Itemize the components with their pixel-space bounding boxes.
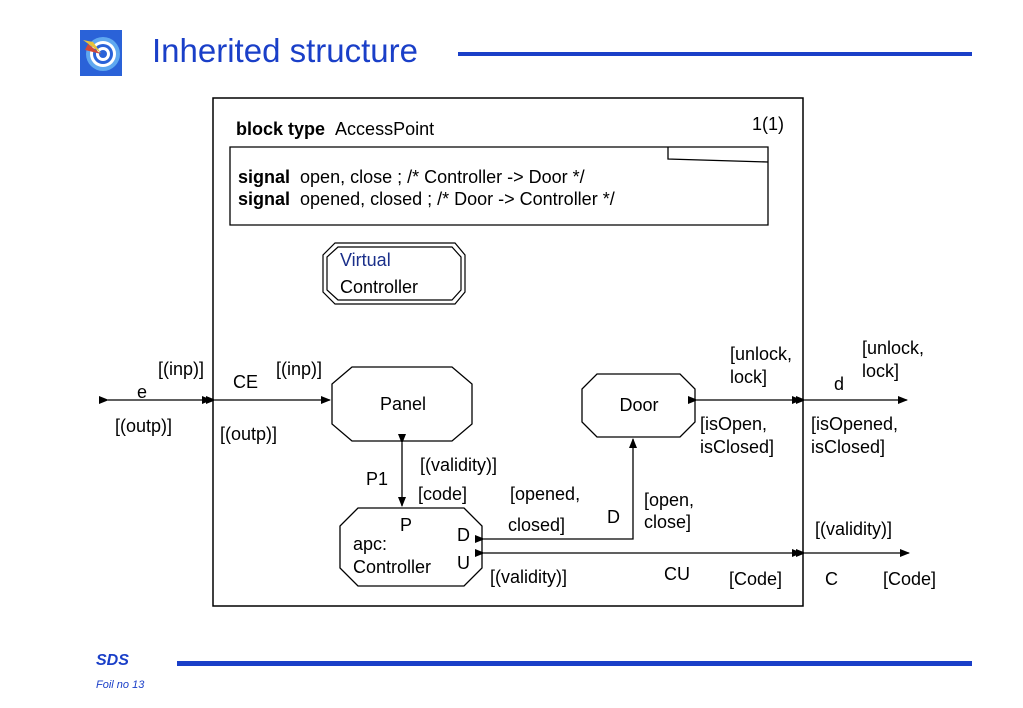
channel-d-to-ctrl-2: closed]: [508, 515, 565, 535]
signal-line-1: signal open, close ; /* Controller -> Do…: [238, 167, 585, 187]
door-out-1: [isOpen,: [700, 414, 767, 434]
virtual-controller-block[interactable]: Virtual Controller: [322, 242, 466, 305]
door-in-1: [unlock,: [730, 344, 792, 364]
channel-ce-out: [(outp)]: [220, 424, 277, 444]
door-in-2: lock]: [730, 367, 767, 387]
footer-rule: [177, 661, 972, 666]
door-block[interactable]: Door: [581, 373, 696, 438]
title-rule: [458, 52, 972, 56]
channel-d-to-door-2: close]: [644, 512, 691, 532]
panel-block[interactable]: Panel: [331, 366, 473, 442]
channel-p1-up: [(validity)]: [420, 455, 497, 475]
channel-dd-name: d: [834, 374, 844, 394]
slide-title: Inherited structure: [152, 32, 418, 69]
door-label: Door: [619, 395, 658, 415]
channel-c-in: [(validity)]: [815, 519, 892, 539]
signal-line-2: signal opened, closed ; /* Door -> Contr…: [238, 189, 615, 209]
virtual-block-label-1: Virtual: [340, 250, 391, 270]
channel-p1-name: P1: [366, 469, 388, 489]
channel-d-to-door-1: [open,: [644, 490, 694, 510]
gate-p: P: [400, 515, 412, 535]
ext-in-1: [unlock,: [862, 338, 924, 358]
controller-label-1: apc:: [353, 534, 387, 554]
page-number: 1(1): [752, 114, 784, 134]
channel-d-name: D: [607, 507, 620, 527]
channel-c-out: [Code]: [883, 569, 936, 589]
controller-label-2: Controller: [353, 557, 431, 577]
controller-block[interactable]: apc: Controller P D U: [339, 507, 483, 587]
channel-e-in: [(inp)]: [158, 359, 204, 379]
channel-cu-out: [Code]: [729, 569, 782, 589]
channel-cu-in: [(validity)]: [490, 567, 567, 587]
gate-u: U: [457, 553, 470, 573]
ext-out-2: isClosed]: [811, 437, 885, 457]
block-frame: [212, 97, 804, 607]
text-symbol: [229, 146, 769, 226]
virtual-block-label-2: Controller: [340, 277, 418, 297]
channel-d[interactable]: [475, 438, 637, 543]
gate-d: D: [457, 525, 470, 545]
door-out-2: isClosed]: [700, 437, 774, 457]
channel-e-name: e: [137, 382, 147, 402]
channel-cu-name: CU: [664, 564, 690, 584]
channel-e-out: [(outp)]: [115, 416, 172, 436]
block-header-name: AccessPoint: [335, 119, 434, 139]
channel-ce-name: CE: [233, 372, 258, 392]
footer-foil-number: Foil no 13: [96, 679, 145, 691]
channel-d-to-ctrl-1: [opened,: [510, 484, 580, 504]
sdl-target-logo-icon: [80, 30, 122, 76]
block-header-keyword: block type: [236, 119, 325, 139]
channel-c-name: C: [825, 569, 838, 589]
ext-in-2: lock]: [862, 361, 899, 381]
channel-ce-in: [(inp)]: [276, 359, 322, 379]
block-header: block type AccessPoint: [236, 119, 434, 139]
ext-out-1: [isOpened,: [811, 414, 898, 434]
channel-p1-down: [code]: [418, 484, 467, 504]
text-symbol-corner: [667, 147, 769, 163]
footer-brand: SDS: [96, 652, 129, 669]
panel-label: Panel: [380, 394, 426, 414]
